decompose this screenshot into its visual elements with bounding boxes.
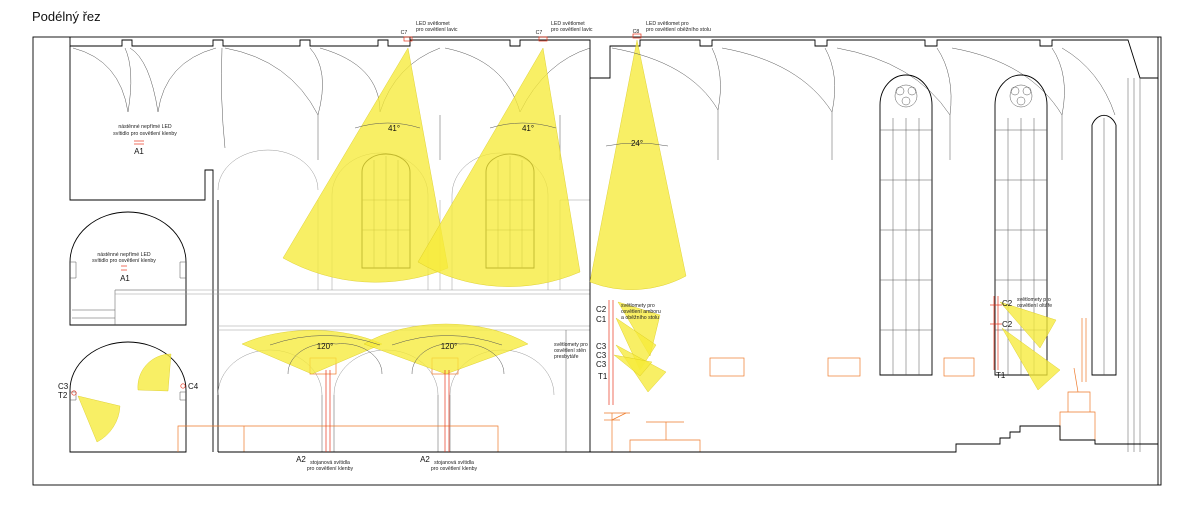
walls-t1: T1	[598, 372, 608, 381]
altar-line2: osvětlení oltáře	[1017, 303, 1052, 309]
beam-angle-2: 41°	[522, 124, 534, 133]
altar-c2a: C2	[1002, 299, 1013, 308]
c7b-code: C7	[536, 30, 543, 36]
column-lights: A2 stojanová svítidla pro osvětlení klen…	[296, 370, 477, 472]
ambo-line3: a oběžního stolu	[621, 315, 659, 321]
walls-c3a: C3	[596, 342, 607, 351]
inset1-note-line2: svítidlo pro osvětlení klenby	[113, 131, 177, 137]
top-luminaire-notes: C7 LED světlomet pro osvětlení lavic C7 …	[401, 21, 711, 42]
beam-angle-1: 41°	[388, 124, 400, 133]
inset-lower-arch: C3 T2 C4	[58, 341, 199, 453]
inset1-note-line1: nástěnné nepřímé LED	[118, 124, 172, 130]
beam-angle-5: 120°	[441, 342, 458, 351]
column-b-line2: pro osvětlení klenby	[431, 466, 478, 472]
altar-t1: T1	[996, 371, 1006, 380]
walls-line1: světlomety pro	[554, 342, 588, 348]
light-beams: 41° 41° 24° 120° 120°	[241, 39, 687, 375]
walls-line2: osvětlení stěn	[554, 348, 586, 354]
ambo-line2: osvětlení amboru	[621, 309, 661, 315]
inset3-t2: T2	[58, 391, 68, 400]
inset3-c3: C3	[58, 382, 69, 391]
inset2-note-line2: svítidlo pro osvětlení klenby	[92, 258, 156, 264]
column-b-line1: stojanová svítidla	[434, 460, 474, 466]
ambo-line1: světlomety pro	[621, 303, 655, 309]
c8-line2: pro osvětlení oběžního stolu	[646, 27, 711, 33]
drawing-frame	[32, 36, 1162, 486]
c7a-line2: pro osvětlení lavic	[416, 27, 458, 33]
walls-line3: presbytáře	[554, 354, 579, 360]
inset2-note-line1: nástěnné nepřímé LED	[97, 252, 151, 258]
ambo-and-wall-lights: C2 C1 světlomety pro osvětlení amboru a …	[554, 300, 701, 452]
ambo-c2: C2	[596, 305, 607, 314]
inset1-code: A1	[134, 147, 144, 156]
roof-line	[69, 37, 1159, 79]
column-a-line1: stojanová svítidla	[310, 460, 350, 466]
beam-angle-4: 120°	[317, 342, 334, 351]
c8-line1: LED světlomet pro	[646, 21, 689, 27]
ambo-c1: C1	[596, 315, 607, 324]
walls-c3b: C3	[596, 351, 607, 360]
altar-c2b: C2	[1002, 320, 1013, 329]
inset-arch-portal: nástěnné nepřímé LED svítidlo pro osvětl…	[69, 211, 187, 326]
column-b-code: A2	[420, 455, 430, 464]
inset-vault-box: nástěnné nepřímé LED svítidlo pro osvětl…	[69, 46, 226, 201]
inset3-c4: C4	[188, 382, 199, 391]
c8-code: C8	[633, 29, 640, 35]
c7b-line2: pro osvětlení lavic	[551, 27, 593, 33]
beam-angle-3: 24°	[631, 139, 643, 148]
c7a-code: C7	[401, 30, 408, 36]
altar-line1: světlomety pro	[1017, 297, 1051, 303]
walls-c3c: C3	[596, 360, 607, 369]
column-a-code: A2	[296, 455, 306, 464]
inset2-code: A1	[120, 274, 130, 283]
column-a-line2: pro osvětlení klenby	[307, 466, 354, 472]
c7a-line1: LED světlomet	[416, 21, 450, 27]
presbytery: C2 C2 T1 světlomety pro osvětlení oltáře	[590, 47, 1159, 485]
page-title: Podélný řez	[32, 9, 101, 24]
c7b-line1: LED světlomet	[551, 21, 585, 27]
